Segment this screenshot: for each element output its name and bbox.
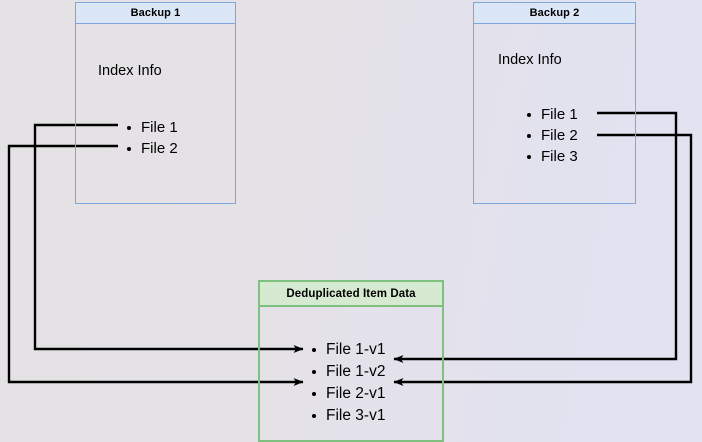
list-item: File 1 xyxy=(125,117,178,138)
backup-2-title: Backup 2 xyxy=(529,7,580,19)
backup-1-index-label: Index Info xyxy=(98,63,162,79)
backup-1-header: Backup 1 xyxy=(76,3,235,24)
list-item: File 1-v1 xyxy=(310,339,385,361)
connector-b1-file1-to-file1v1 xyxy=(33,123,304,353)
list-item: File 2-v1 xyxy=(310,383,385,405)
list-item: File 3-v1 xyxy=(310,405,385,427)
backup-2-box[interactable]: Backup 2 Index Info File 1 File 2 File 3 xyxy=(473,2,636,204)
connector-b2-file1-to-file1v2 xyxy=(393,111,678,363)
deduplicated-file-list: File 1-v1 File 1-v2 File 2-v1 File 3-v1 xyxy=(310,339,385,427)
deduplicated-item-data-box[interactable]: Deduplicated Item Data File 1-v1 File 1-… xyxy=(258,280,444,442)
deduplicated-item-data-header: Deduplicated Item Data xyxy=(260,282,442,307)
backup-1-file-list: File 1 File 2 xyxy=(125,117,178,159)
backup-2-index-label: Index Info xyxy=(498,52,562,68)
backup-1-title: Backup 1 xyxy=(130,7,181,19)
list-item: File 3 xyxy=(525,146,578,167)
list-item: File 2 xyxy=(525,125,578,146)
deduplicated-item-data-title: Deduplicated Item Data xyxy=(286,287,416,300)
backup-2-file-list: File 1 File 2 File 3 xyxy=(525,104,578,167)
backup-2-header: Backup 2 xyxy=(474,3,635,24)
backup-1-box[interactable]: Backup 1 Index Info File 1 File 2 xyxy=(75,2,236,204)
connector-b1-file2-to-file2v1 xyxy=(7,144,304,386)
connector-b2-file2-to-file2v1 xyxy=(393,133,693,386)
list-item: File 2 xyxy=(125,138,178,159)
list-item: File 1-v2 xyxy=(310,361,385,383)
list-item: File 1 xyxy=(525,104,578,125)
